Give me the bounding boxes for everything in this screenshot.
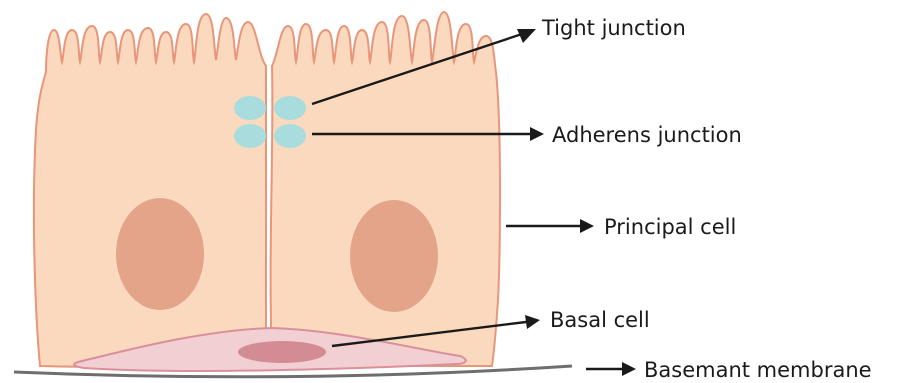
basal-cell-nucleus: [238, 341, 326, 363]
tight-junction-arrowhead: [517, 29, 536, 43]
basement-membrane-arrowhead: [622, 362, 636, 376]
adherens-junction-arrowhead: [530, 127, 544, 141]
adherens-junction-label: Adherens junction: [552, 123, 742, 147]
left-principal-cell: [34, 14, 266, 368]
left-nucleus: [116, 198, 204, 310]
basal-cell-label: Basal cell: [550, 308, 650, 332]
tight-junction-label: Tight junction: [541, 16, 686, 40]
principal-cell-arrowhead: [580, 219, 594, 233]
principal-cell-label: Principal cell: [604, 215, 736, 239]
tight-junction-left: [234, 96, 266, 120]
right-nucleus: [350, 200, 438, 312]
basement-membrane-label: Basemant membrane: [644, 358, 872, 382]
adherens-junction-right: [274, 124, 306, 148]
adherens-junction-left: [234, 124, 266, 148]
tight-junction-right: [274, 96, 306, 120]
basal-cell-arrowhead: [525, 315, 540, 329]
right-principal-cell: [271, 12, 500, 366]
